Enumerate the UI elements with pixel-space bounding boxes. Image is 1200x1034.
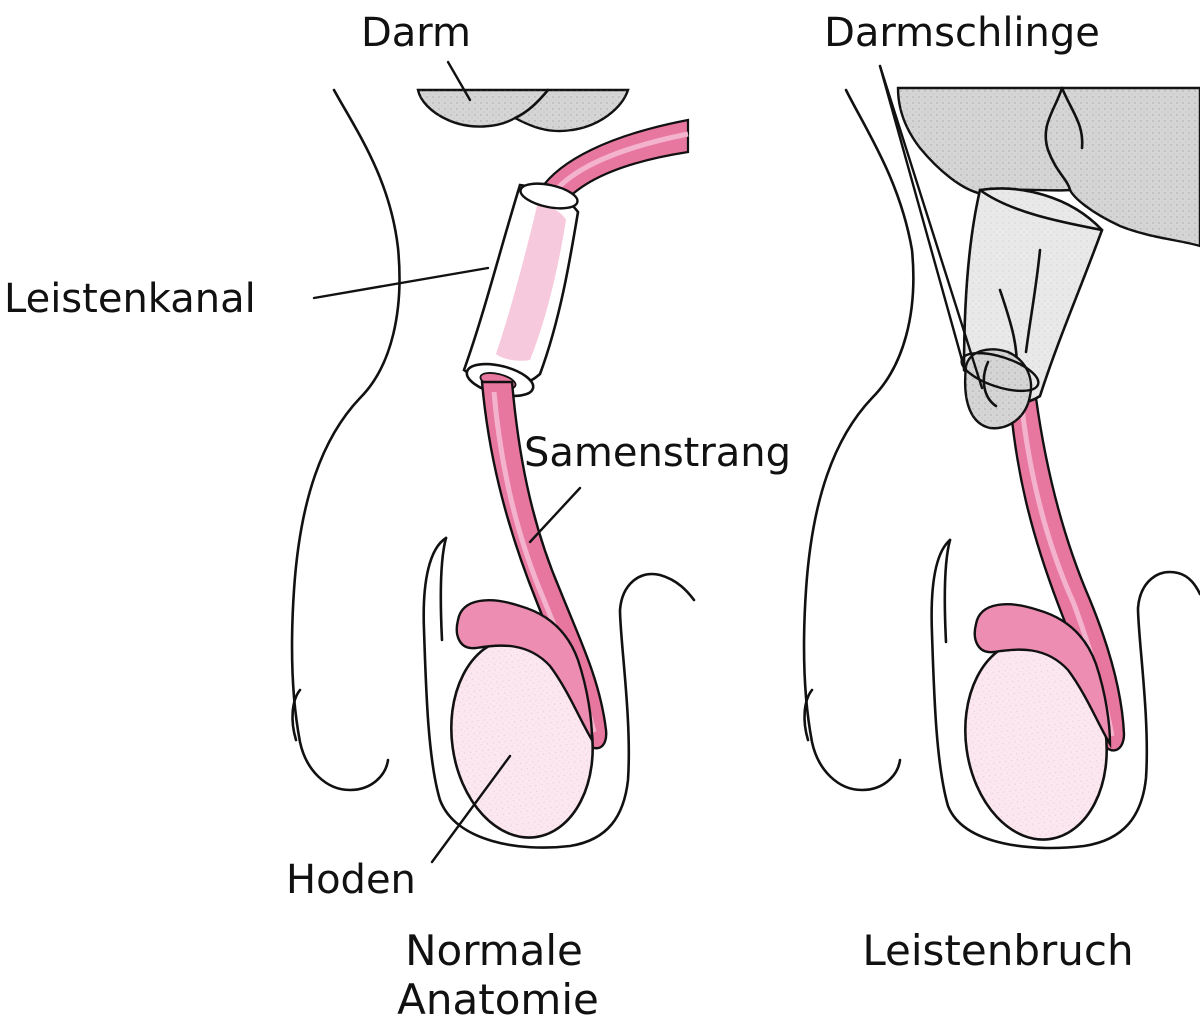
normal-intestine-stipple: [418, 90, 628, 132]
leader-leistenkanal: [312, 266, 490, 300]
hernia-penis-tip: [803, 688, 814, 742]
label-samenstrang: Samenstrang: [524, 430, 791, 476]
hernia-panel: [802, 86, 1200, 850]
leader-hoden: [430, 754, 512, 864]
label-darmschlinge: Darmschlinge: [824, 10, 1100, 56]
hernia-intestine-stipple: [898, 88, 1200, 246]
label-leistenkanal: Leistenkanal: [4, 276, 256, 322]
caption-normal-line1: Normale: [405, 926, 583, 975]
normal-scrotum-inner: [439, 536, 448, 642]
leader-darmschlinge-2: [878, 64, 964, 362]
hernia-loop-fold: [982, 360, 998, 408]
hernia-intestine: [896, 86, 1200, 248]
normal-epididymis: [455, 599, 594, 745]
label-darm: Darm: [361, 10, 471, 56]
normal-cord-upper-highlight: [554, 131, 689, 192]
leader-darmschlinge: [878, 64, 984, 390]
hernia-loop-stipple: [965, 349, 1032, 429]
labels: Darm Darmschlinge Leistenkanal Samenstra…: [4, 10, 1100, 903]
leader-lines: [312, 60, 984, 864]
normal-intestine: [416, 88, 630, 133]
hernia-testis-stipple: [965, 640, 1107, 840]
hernia-scrotum-inner: [943, 538, 952, 644]
normal-penis-tip: [291, 688, 302, 742]
hernia-sac-fold-2: [1024, 248, 1042, 354]
normal-canal-inner: [496, 202, 566, 361]
label-hoden: Hoden: [286, 857, 416, 903]
hernia-loop: [960, 348, 1040, 430]
normal-scrotum-outline: [422, 536, 696, 849]
hernia-intestine-fold-2: [1060, 86, 1084, 150]
hernia-intestine-fold: [1044, 86, 1072, 192]
hernia-body-outline: [802, 88, 915, 792]
caption-hernia: Leistenbruch: [862, 926, 1133, 975]
hernia-sac-rim: [978, 188, 1104, 232]
captions: Normale Anatomie Leistenbruch: [397, 926, 1133, 1024]
hernia-scrotum-outline: [930, 538, 1200, 850]
leader-darm: [446, 60, 472, 102]
normal-inguinal-canal: [462, 182, 580, 398]
leader-samenstrang: [528, 486, 582, 544]
caption-normal-line2: Anatomie: [397, 975, 599, 1024]
hernia-epididymis: [973, 603, 1112, 749]
normal-intestine-fold: [513, 88, 550, 120]
normal-body-outline: [290, 88, 401, 792]
normal-canal-end-top: [519, 182, 579, 210]
